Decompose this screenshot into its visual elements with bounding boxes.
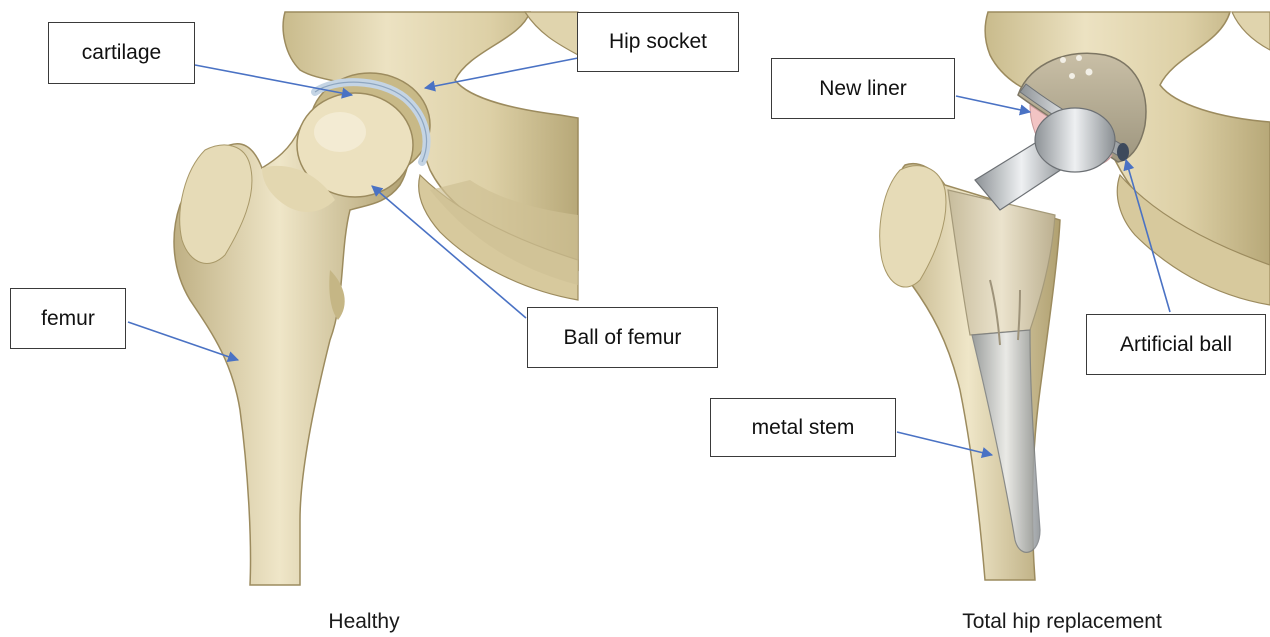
healthy-hip-illustration bbox=[174, 12, 578, 585]
artificial-ball bbox=[1035, 108, 1115, 172]
label-metal-stem: metal stem bbox=[710, 398, 896, 457]
caption-total-hip-replacement: Total hip replacement bbox=[962, 610, 1162, 634]
label-new-liner: New liner bbox=[771, 58, 955, 119]
pelvis-spine-fragment bbox=[525, 12, 578, 55]
label-artificial-ball: Artificial ball bbox=[1086, 314, 1266, 375]
label-ball-of-femur: Ball of femur bbox=[527, 307, 718, 368]
arrow-new-liner bbox=[956, 96, 1030, 112]
label-cartilage: cartilage bbox=[48, 22, 195, 84]
caption-healthy: Healthy bbox=[328, 610, 399, 634]
label-hip-socket: Hip socket bbox=[577, 12, 739, 72]
label-femur: femur bbox=[10, 288, 126, 349]
